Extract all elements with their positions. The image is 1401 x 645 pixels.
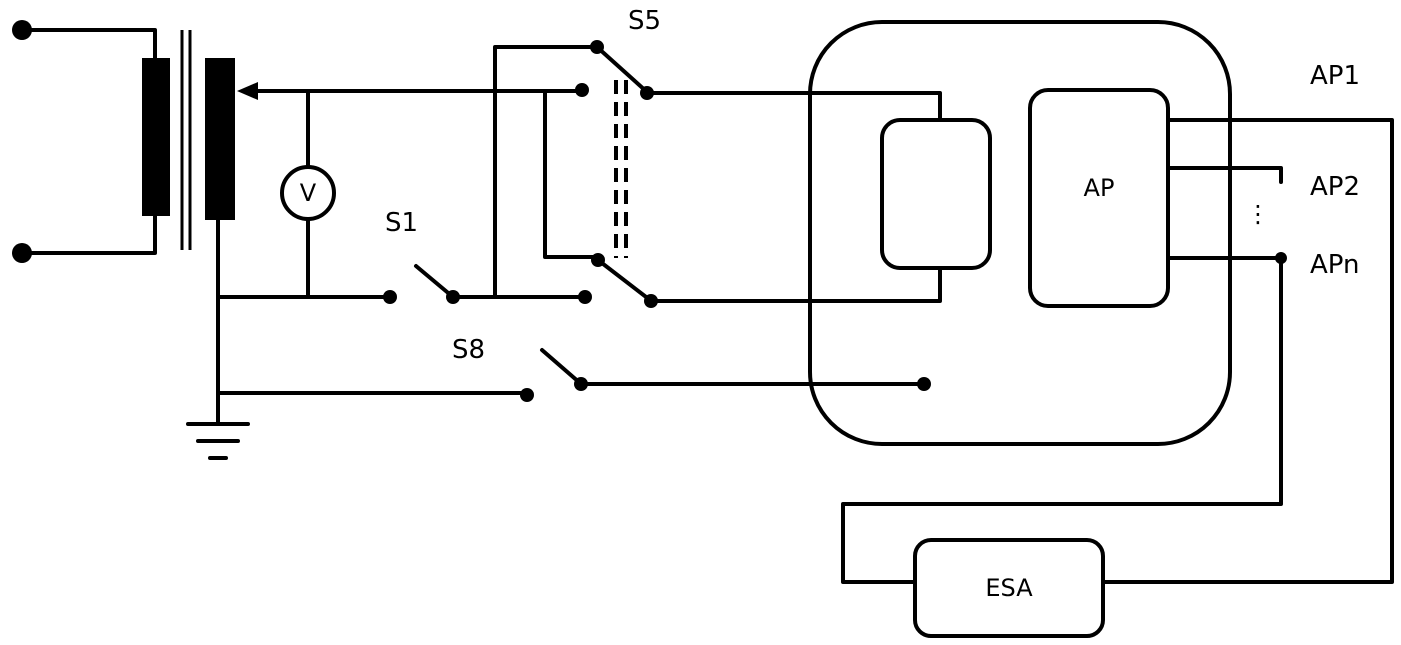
wiper-arrowhead: [237, 82, 258, 100]
s1-terminal-left: [383, 290, 397, 304]
s1-blade: [414, 264, 455, 299]
s8-terminal-left: [520, 388, 534, 402]
mains-part-block: [880, 118, 992, 270]
switch-s5: S5: [590, 6, 661, 308]
enclosure-terminal: [917, 377, 931, 391]
primary-wire-bottom: [20, 213, 157, 255]
applied-part-label: AP: [1084, 174, 1115, 202]
input-terminals: [12, 20, 157, 263]
voltmeter: V: [280, 89, 336, 299]
equipment-enclosure: [808, 20, 1232, 446]
ap-common-lead: [841, 256, 1283, 584]
voltmeter-label: V: [300, 179, 317, 207]
ground-icon: [186, 391, 250, 460]
ap1-lead: [1101, 118, 1394, 584]
s5-label: S5: [628, 6, 661, 36]
ap2-label: AP2: [1310, 172, 1360, 202]
applied-part-block: [1028, 88, 1170, 308]
s5-pole2-blade: [596, 258, 652, 302]
apn-label: APn: [1310, 250, 1360, 280]
crossover-wire-a: [493, 45, 599, 299]
primary-wire-top: [20, 28, 157, 60]
crossover-wire-b: [543, 89, 600, 259]
esa-block: [913, 538, 1105, 638]
switch-s1: S1: [383, 208, 460, 304]
supply-lead-bottom: [649, 266, 942, 303]
ap1-label: AP1: [1310, 61, 1360, 91]
switch-s8: S8: [452, 335, 588, 402]
s1-label: S1: [385, 208, 418, 238]
supply-lead-top: [645, 91, 942, 122]
esa-label: ESA: [985, 574, 1033, 602]
s5-pole1-blade: [595, 45, 649, 94]
s5-upper-input-terminal: [575, 83, 589, 97]
ap-ellipsis: ⋮: [1246, 200, 1270, 228]
s5-lower-input-terminal: [578, 290, 592, 304]
s8-blade: [540, 348, 582, 385]
transformer-primary-winding: [142, 58, 170, 216]
variable-transformer: [142, 30, 258, 397]
transformer-secondary-winding: [205, 58, 235, 220]
s8-label: S8: [452, 335, 485, 365]
ap2-lead: [1166, 166, 1283, 184]
